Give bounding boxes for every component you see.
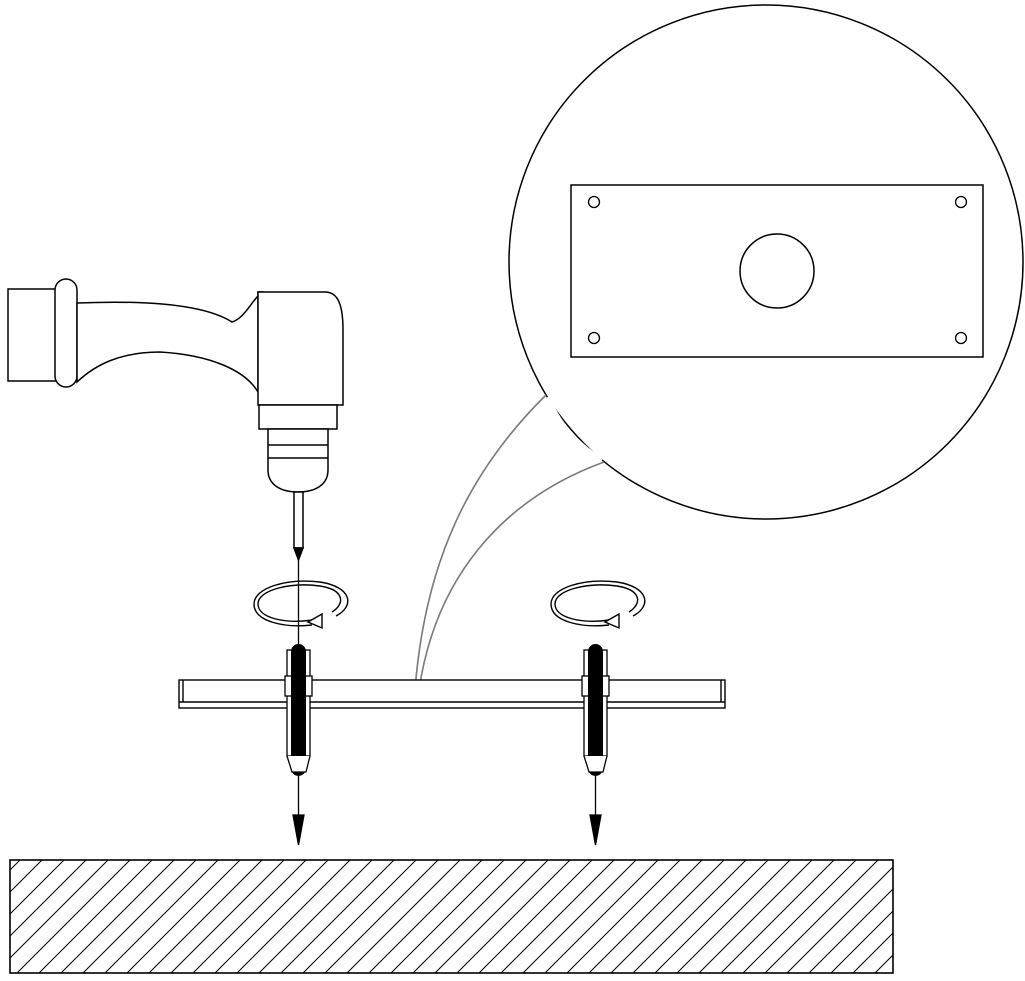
plate-screw-hole-bottom-left: [587, 331, 601, 345]
plate-screw-hole-top-right: [954, 195, 968, 209]
callout-leader-right: [418, 461, 605, 691]
plate-screw-hole-top-left: [587, 195, 601, 209]
callout-leader-left: [414, 394, 547, 691]
anchor-bolt-icon: [284, 644, 313, 776]
magnified-callout: [414, 4, 1024, 691]
rotation-arrow-icon: [253, 580, 349, 630]
wall-surface: [9, 859, 894, 974]
down-arrow-icon: [292, 776, 305, 846]
rotation-arrow-icon-right: [550, 580, 646, 630]
mounting-plate-top-view: [570, 184, 984, 358]
anchor-bolt-icon-right: [581, 644, 610, 776]
plate-screw-hole-bottom-right: [954, 331, 968, 345]
drill-icon: [7, 278, 344, 563]
plate-center-hole: [739, 233, 815, 309]
mounting-plate-side-view: [178, 679, 726, 709]
down-arrow-icon-right: [589, 776, 602, 846]
